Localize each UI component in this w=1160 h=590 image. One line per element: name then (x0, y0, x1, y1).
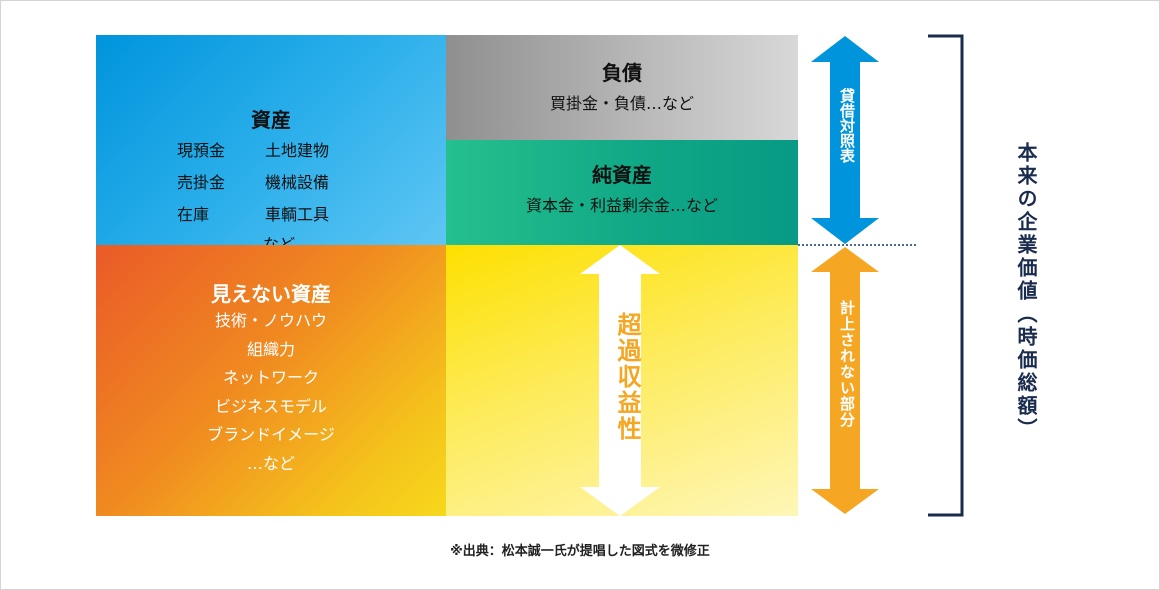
liabilities-title: 負債 (602, 61, 642, 85)
liabilities-items: 買掛金・負債…など (549, 94, 694, 113)
intangible-item: ネットワーク (222, 368, 319, 387)
assets-item: 車輌工具 (265, 205, 330, 224)
intangible-item: ビジネスモデル (214, 396, 327, 416)
assets-block: 資産 現預金 土地建物 売掛金 機械設備 在庫 車輌工具 …など (96, 35, 446, 254)
assets-item: 現預金 (177, 141, 226, 160)
assets-item: 売掛金 (177, 173, 226, 192)
assets-item: 在庫 (177, 205, 210, 224)
equity-items: 資本金・利益剰余金…など (525, 196, 718, 215)
balance-sheet-label: 貸借対照表 (838, 88, 856, 163)
source-note: ※出典：松本誠一氏が提唱した図式を微修正 (450, 544, 710, 559)
equity-title: 純資産 (592, 163, 652, 187)
unrecorded-label: 計上されない部分 (838, 300, 856, 428)
intangible-item: ブランドイメージ (207, 425, 335, 444)
assets-items: 現預金 土地建物 売掛金 機械設備 在庫 車輌工具 (96, 135, 446, 231)
intangible-item: …など (246, 453, 295, 473)
balance-sheet-arrow (811, 36, 879, 244)
intangible-assets-block: 見えない資産 技術・ノウハウ 組織力 ネットワーク ビジネスモデル ブランドイメ… (96, 245, 446, 516)
excess-earnings-label: 超過収益性 (613, 312, 641, 442)
intangible-item: 組織力 (246, 339, 295, 359)
enterprise-value-label: 本来の企業価値（時価総額） (1014, 142, 1038, 441)
intangible-item: 技術・ノウハウ (214, 311, 327, 330)
enterprise-value-bracket (928, 34, 964, 517)
assets-item: 土地建物 (265, 141, 330, 160)
liabilities-block: 負債 買掛金・負債…など (446, 35, 798, 140)
equity-block: 純資産 資本金・利益剰余金…など (446, 140, 798, 245)
intangible-assets-title: 見えない資産 (211, 282, 331, 306)
unrecorded-arrow (811, 247, 879, 514)
excess-double-arrow (580, 245, 660, 516)
assets-item: 機械設備 (265, 173, 330, 192)
assets-title: 資産 (251, 108, 291, 132)
